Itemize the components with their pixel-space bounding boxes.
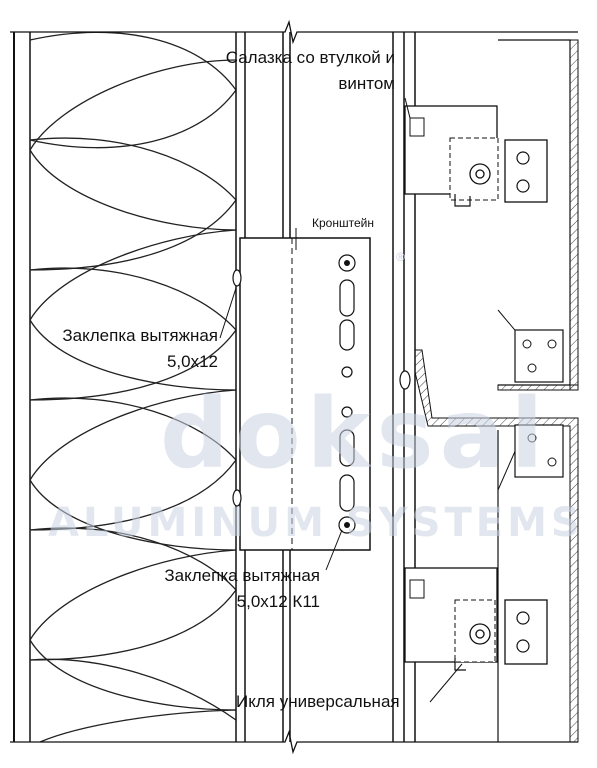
label-hook: Икля универсальная [236, 692, 400, 711]
break-lines [10, 19, 578, 755]
label-slider-line2: винтом [338, 74, 395, 93]
watermark-subtitle: ALUMINUM SYSTEMS [48, 500, 584, 546]
label-slider-line1: Салазка со втулкой и [225, 48, 395, 67]
slider-bottom [404, 424, 564, 671]
leader-lines [219, 97, 463, 703]
label-rivet-1-line1: Заклепка вытяжная [62, 326, 218, 345]
watermark-registered: ® [396, 250, 405, 264]
watermark-brand: doksal [160, 378, 550, 490]
wall [13, 32, 31, 742]
profile-rivet [399, 370, 411, 390]
bracket [232, 237, 371, 551]
label-rivet-1-line2: 5,0x12 [166, 352, 218, 371]
label-rivet-2-line1: Заклепка вытяжная [164, 566, 320, 585]
label-rivet-2-line2: 5,0x12 К11 [236, 592, 320, 611]
slider-top [404, 105, 564, 383]
label-bracket: Кронштейн [312, 216, 374, 230]
